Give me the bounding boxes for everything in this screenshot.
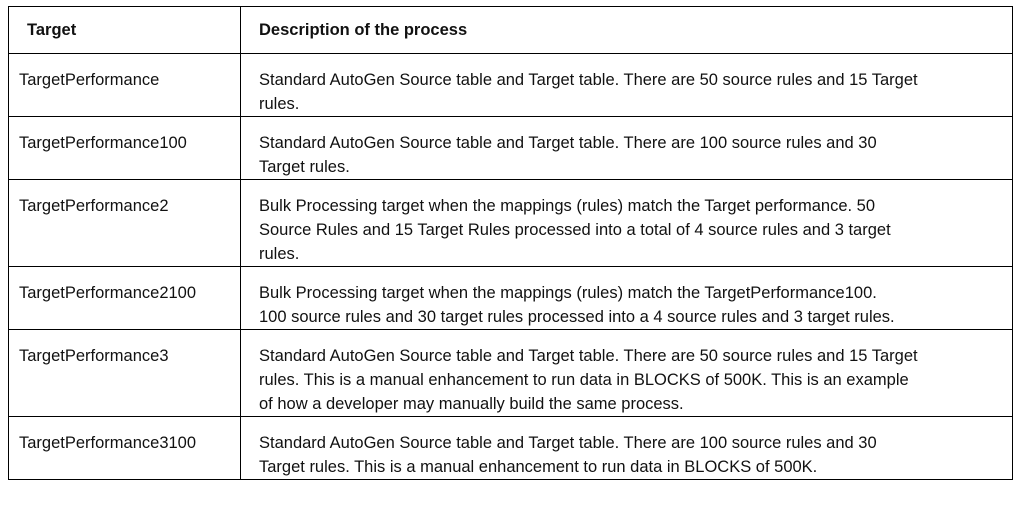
description-line: Target rules.: [259, 158, 350, 176]
description-line: Standard AutoGen Source table and Target…: [259, 434, 877, 452]
description-cell: Standard AutoGen Source table and Target…: [240, 53, 1013, 117]
description-line: Source Rules and 15 Target Rules process…: [259, 221, 891, 239]
target-cell: TargetPerformance2: [8, 179, 241, 267]
description-line: Bulk Processing target when the mappings…: [259, 197, 876, 215]
description-line: Bulk Processing target when the mappings…: [259, 284, 877, 302]
description-cell: Standard AutoGen Source table and Target…: [240, 329, 1013, 417]
description-line: 100 source rules and 30 target rules pro…: [259, 308, 895, 326]
header-row: Target Description of the process: [8, 6, 1013, 54]
process-table: Target Description of the process Target…: [8, 6, 1013, 480]
target-cell: TargetPerformance2100: [8, 266, 241, 330]
description-line: Standard AutoGen Source table and Target…: [259, 134, 877, 152]
target-cell: TargetPerformance3100: [8, 416, 241, 480]
description-cell: Standard AutoGen Source table and Target…: [240, 416, 1013, 480]
description-cell: Standard AutoGen Source table and Target…: [240, 116, 1013, 180]
header-target: Target: [8, 6, 241, 54]
target-cell: TargetPerformance100: [8, 116, 241, 180]
description-cell: Bulk Processing target when the mappings…: [240, 179, 1013, 267]
description-line: of how a developer may manually build th…: [259, 395, 684, 413]
target-cell: TargetPerformance3: [8, 329, 241, 417]
description-line: Target rules. This is a manual enhanceme…: [259, 458, 818, 476]
description-line: Standard AutoGen Source table and Target…: [259, 347, 918, 365]
table-row: TargetPerformance100 Standard AutoGen So…: [8, 116, 1013, 180]
description-line: rules.: [259, 95, 300, 113]
description-cell: Bulk Processing target when the mappings…: [240, 266, 1013, 330]
target-cell: TargetPerformance: [8, 53, 241, 117]
table-row: TargetPerformance3100 Standard AutoGen S…: [8, 416, 1013, 480]
description-line: Standard AutoGen Source table and Target…: [259, 71, 918, 89]
description-line: rules.: [259, 245, 300, 263]
description-line: rules. This is a manual enhancement to r…: [259, 371, 909, 389]
header-description: Description of the process: [240, 6, 1013, 54]
table-row: TargetPerformance3 Standard AutoGen Sour…: [8, 329, 1013, 417]
table-row: TargetPerformance2100 Bulk Processing ta…: [8, 266, 1013, 330]
table-row: TargetPerformance2 Bulk Processing targe…: [8, 179, 1013, 267]
table-row: TargetPerformance Standard AutoGen Sourc…: [8, 53, 1013, 117]
